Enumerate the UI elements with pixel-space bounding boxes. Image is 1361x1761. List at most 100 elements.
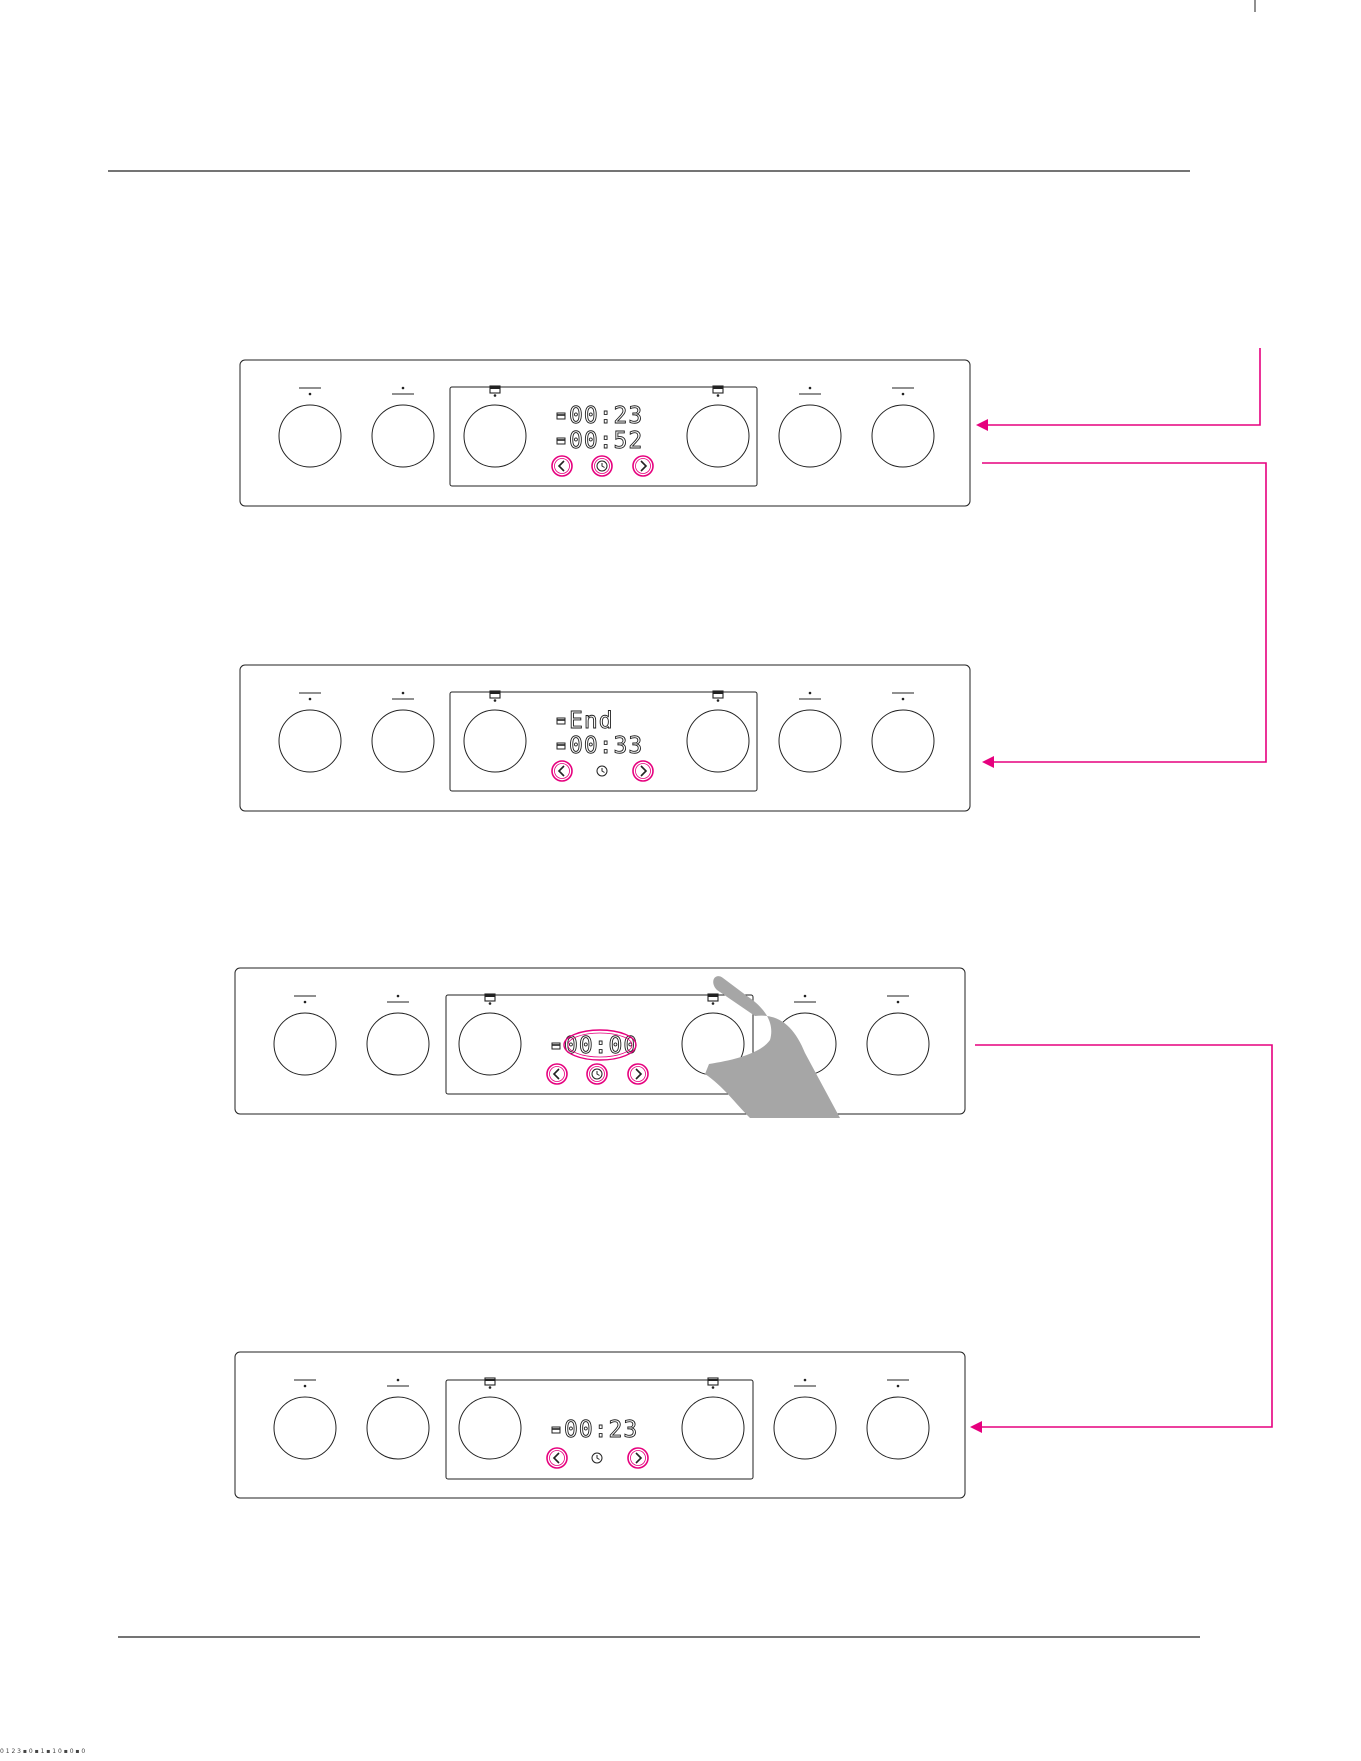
oven-icon bbox=[713, 386, 723, 397]
display-line-2: 00:33 bbox=[569, 733, 643, 759]
hand-icon bbox=[705, 976, 840, 1118]
oven-icon bbox=[485, 1378, 495, 1389]
knob-icon[interactable] bbox=[372, 405, 434, 467]
arrow-right-icon bbox=[641, 461, 646, 471]
knob-label-6 bbox=[892, 693, 914, 700]
arrow-right-icon bbox=[636, 1453, 641, 1463]
arrowhead-icon bbox=[976, 419, 988, 431]
knob-icon[interactable] bbox=[464, 405, 526, 467]
knob-label-6 bbox=[887, 1380, 909, 1387]
flow-connectors bbox=[970, 348, 1272, 1433]
knob-label-3 bbox=[485, 994, 495, 1005]
knob-icon[interactable] bbox=[872, 405, 934, 467]
knob-label-4 bbox=[713, 691, 723, 702]
oven-indicator-icon bbox=[557, 743, 565, 749]
right-arrow-button[interactable] bbox=[628, 1064, 648, 1084]
knob-icon[interactable] bbox=[279, 710, 341, 772]
clock-icon bbox=[597, 766, 607, 776]
clock-button[interactable] bbox=[587, 1064, 607, 1084]
control-panel-3: 00:00 bbox=[235, 968, 965, 1118]
arrow-right-icon bbox=[641, 766, 646, 776]
clock-icon bbox=[597, 461, 607, 471]
arrowhead-icon bbox=[970, 1421, 982, 1433]
knob-label-3 bbox=[490, 386, 500, 397]
oven-icon bbox=[708, 994, 718, 1005]
left-arrow-button[interactable] bbox=[547, 1064, 567, 1084]
knob-label-2 bbox=[392, 387, 414, 394]
clock-icon bbox=[592, 1069, 602, 1079]
knob-label-1 bbox=[294, 996, 316, 1003]
right-arrow-button[interactable] bbox=[633, 761, 653, 781]
oven-indicator-icon bbox=[557, 718, 565, 724]
knob-icon[interactable] bbox=[872, 710, 934, 772]
knob-icon[interactable] bbox=[274, 1013, 336, 1075]
display-line-1: 00:23 bbox=[569, 403, 643, 429]
left-arrow-button[interactable] bbox=[547, 1448, 567, 1468]
knob-icon[interactable] bbox=[459, 1397, 521, 1459]
clock-button[interactable] bbox=[592, 1453, 602, 1463]
knob-icon[interactable] bbox=[367, 1013, 429, 1075]
knob-label-6 bbox=[892, 388, 914, 395]
knob-icon[interactable] bbox=[459, 1013, 521, 1075]
clock-button[interactable] bbox=[592, 456, 612, 476]
knob-label-2 bbox=[392, 692, 414, 699]
knob-icon[interactable] bbox=[682, 1397, 744, 1459]
knob-icon[interactable] bbox=[774, 1397, 836, 1459]
oven-icon bbox=[490, 386, 500, 397]
arrow-left-icon bbox=[554, 1453, 559, 1463]
knob-icon[interactable] bbox=[867, 1013, 929, 1075]
knob-label-5 bbox=[799, 692, 821, 699]
knob-label-5 bbox=[799, 387, 821, 394]
knob-label-3 bbox=[490, 691, 500, 702]
knob-label-4 bbox=[713, 386, 723, 397]
knob-icon[interactable] bbox=[279, 405, 341, 467]
control-panel-4: 00:23 bbox=[235, 1352, 965, 1498]
knob-label-1 bbox=[299, 388, 321, 395]
oven-icon bbox=[490, 691, 500, 702]
knob-label-1 bbox=[299, 693, 321, 700]
knob-label-5 bbox=[794, 995, 816, 1002]
knob-label-5 bbox=[794, 1379, 816, 1386]
knob-icon[interactable] bbox=[464, 710, 526, 772]
oven-indicator-icon bbox=[557, 413, 565, 419]
display-line-1: 00:23 bbox=[564, 1417, 638, 1443]
oven-indicator-icon bbox=[552, 1427, 560, 1433]
arrow-left-icon bbox=[559, 461, 564, 471]
knob-label-2 bbox=[387, 995, 409, 1002]
knob-icon[interactable] bbox=[779, 710, 841, 772]
connector-into-panel-1 bbox=[976, 348, 1260, 431]
knob-icon[interactable] bbox=[372, 710, 434, 772]
knob-icon[interactable] bbox=[687, 710, 749, 772]
knob-label-3 bbox=[485, 1378, 495, 1389]
knob-icon[interactable] bbox=[367, 1397, 429, 1459]
left-arrow-button[interactable] bbox=[552, 761, 572, 781]
knob-icon[interactable] bbox=[779, 405, 841, 467]
right-arrow-button[interactable] bbox=[633, 456, 653, 476]
right-arrow-button[interactable] bbox=[628, 1448, 648, 1468]
knob-label-1 bbox=[294, 1380, 316, 1387]
oven-icon bbox=[713, 691, 723, 702]
oven-icon bbox=[708, 1378, 718, 1389]
clock-button[interactable] bbox=[597, 766, 607, 776]
oven-indicator-icon bbox=[552, 1043, 560, 1049]
knob-label-2 bbox=[387, 1379, 409, 1386]
knob-label-4 bbox=[708, 1378, 718, 1389]
arrow-left-icon bbox=[559, 766, 564, 776]
connector-panel-3-to-4 bbox=[970, 1045, 1272, 1433]
connector-panel-1-to-2 bbox=[982, 463, 1266, 768]
knob-icon[interactable] bbox=[274, 1397, 336, 1459]
display-line-1: End bbox=[569, 708, 614, 734]
knob-icon[interactable] bbox=[687, 405, 749, 467]
knob-icon[interactable] bbox=[867, 1397, 929, 1459]
arrowhead-icon bbox=[982, 756, 994, 768]
knob-label-6 bbox=[887, 996, 909, 1003]
arrow-left-icon bbox=[554, 1069, 559, 1079]
footer-code: 0 1 2 3 ▪ 0 ▪ 1 ▪ 1 0 ▪ 0 ▪ 0 bbox=[0, 1748, 85, 1755]
knob-label-4 bbox=[708, 994, 718, 1005]
left-arrow-button[interactable] bbox=[552, 456, 572, 476]
display-line-2: 00:52 bbox=[569, 428, 643, 454]
oven-icon bbox=[485, 994, 495, 1005]
